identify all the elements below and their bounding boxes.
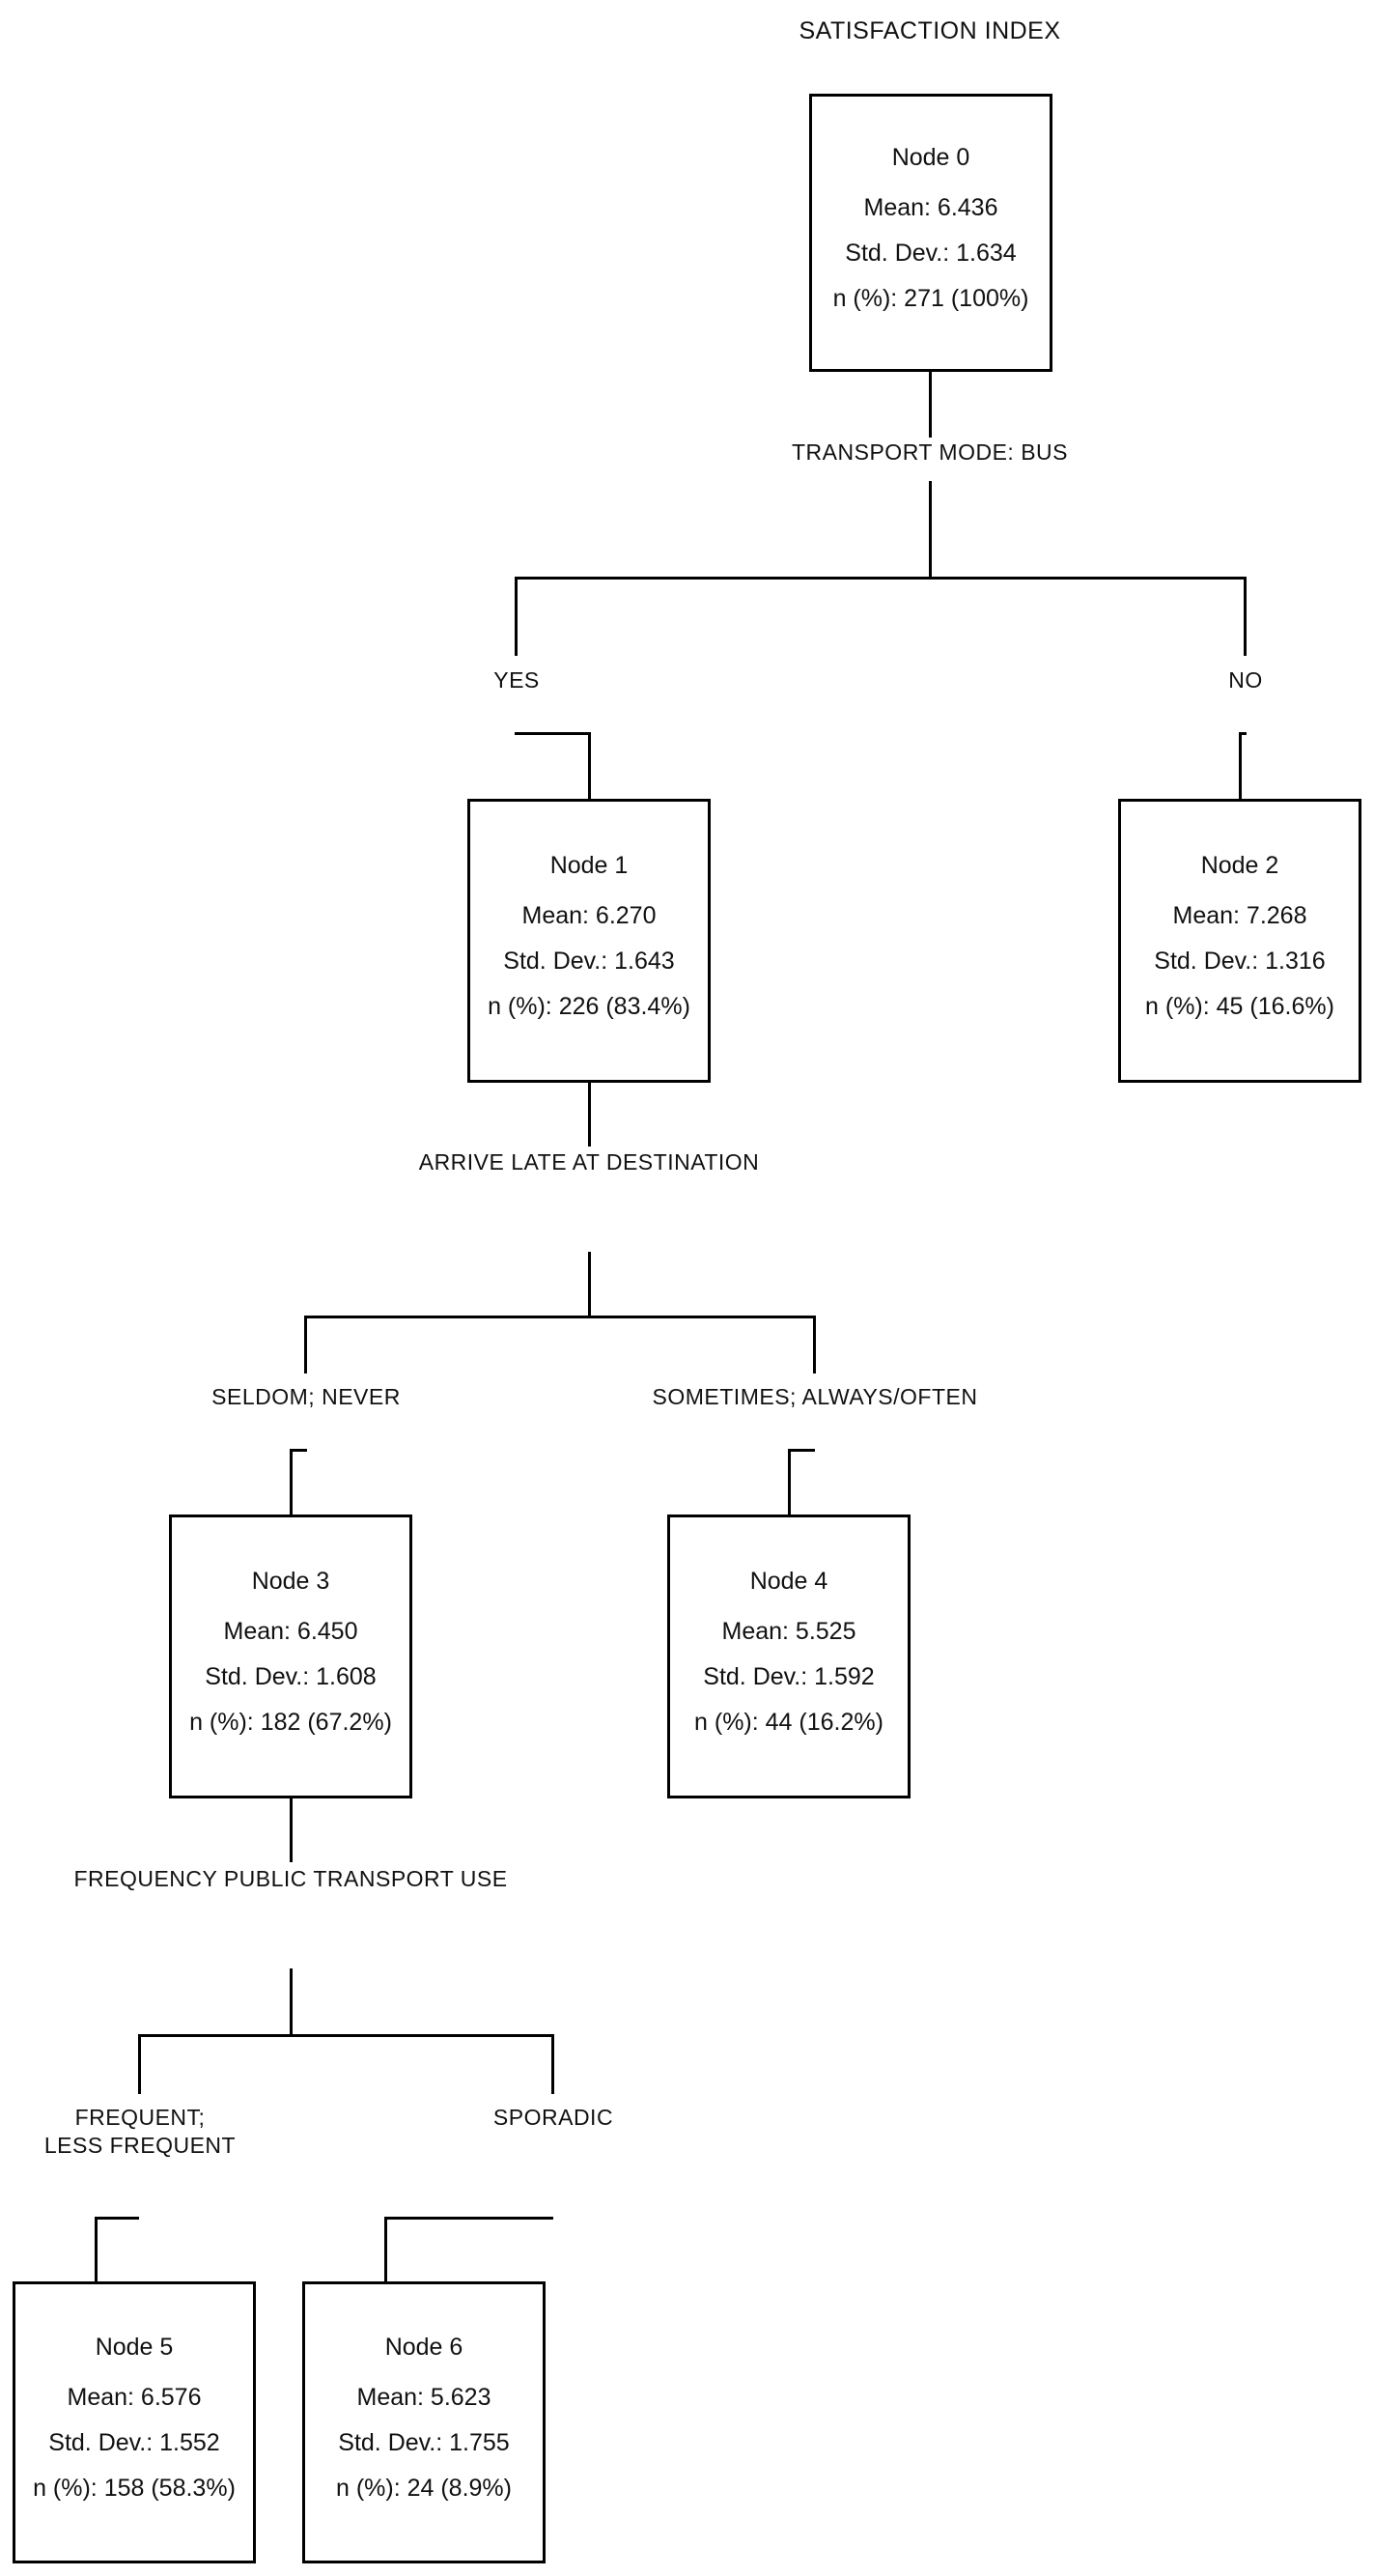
node-2-mean: Mean: 7.268: [1172, 902, 1307, 929]
connector-node3-down: [290, 1798, 293, 1862]
node-4-mean: Mean: 5.525: [721, 1618, 856, 1645]
split-2-branch-frequent-line1: FREQUENT;: [74, 2105, 206, 2130]
connector-split1-down: [588, 1252, 591, 1317]
node-1-mean: Mean: 6.270: [521, 902, 657, 929]
connector-split1-left-arm: [304, 1316, 307, 1373]
connector-jog-node4: [788, 1449, 815, 1452]
connector-split0-right-arm: [1244, 577, 1247, 656]
connector-to-node4: [788, 1449, 791, 1514]
connector-split2-down: [290, 1968, 293, 2036]
split-0-variable: TRANSPORT MODE: BUS: [792, 439, 1068, 465]
connector-jog-node5: [95, 2217, 139, 2220]
connector-split2-left-arm: [138, 2034, 141, 2094]
node-3-title: Node 3: [251, 1568, 330, 1595]
node-3[interactable]: Node 3 Mean: 6.450 Std. Dev.: 1.608 n (%…: [169, 1514, 412, 1798]
split-0-branch-no: NO: [1228, 667, 1263, 693]
node-0-title: Node 0: [891, 144, 970, 171]
node-6-mean: Mean: 5.623: [356, 2384, 491, 2411]
node-1-std-dev: Std. Dev.: 1.643: [503, 948, 675, 975]
node-2[interactable]: Node 2 Mean: 7.268 Std. Dev.: 1.316 n (%…: [1118, 799, 1361, 1083]
split-2-branch-frequent-less-frequent: FREQUENT; LESS FREQUENT: [44, 2104, 236, 2160]
connector-jog-node6: [384, 2217, 553, 2220]
node-5-count: n (%): 158 (58.3%): [33, 2475, 236, 2502]
connector-node1-down: [588, 1083, 591, 1146]
node-4-count: n (%): 44 (16.2%): [694, 1709, 883, 1736]
connector-split1-bar: [304, 1316, 816, 1318]
node-6-title: Node 6: [384, 2334, 463, 2361]
connector-jog-node3: [290, 1449, 307, 1452]
connector-jog-node2: [1239, 732, 1247, 735]
split-1-branch-sometimes-always-often: SOMETIMES; ALWAYS/OFTEN: [652, 1384, 978, 1409]
node-2-title: Node 2: [1200, 852, 1279, 879]
diagram-title: SATISFACTION INDEX: [799, 17, 1061, 44]
connector-node0-down: [929, 372, 932, 438]
node-6-count: n (%): 24 (8.9%): [335, 2475, 512, 2502]
node-5[interactable]: Node 5 Mean: 6.576 Std. Dev.: 1.552 n (%…: [13, 2281, 256, 2563]
connector-to-node3: [290, 1449, 293, 1514]
node-4-std-dev: Std. Dev.: 1.592: [703, 1663, 875, 1690]
node-5-mean: Mean: 6.576: [67, 2384, 202, 2411]
node-3-count: n (%): 182 (67.2%): [189, 1709, 392, 1736]
split-2-branch-frequent-line2: LESS FREQUENT: [43, 2132, 237, 2158]
node-1-title: Node 1: [549, 852, 629, 879]
node-5-std-dev: Std. Dev.: 1.552: [48, 2429, 220, 2456]
node-2-count: n (%): 45 (16.6%): [1145, 993, 1334, 1020]
node-4[interactable]: Node 4 Mean: 5.525 Std. Dev.: 1.592 n (%…: [667, 1514, 911, 1798]
connector-to-node2: [1239, 734, 1242, 800]
connector-split0-left-arm: [515, 577, 518, 656]
node-1-count: n (%): 226 (83.4%): [488, 993, 690, 1020]
node-6[interactable]: Node 6 Mean: 5.623 Std. Dev.: 1.755 n (%…: [302, 2281, 546, 2563]
connector-split2-right-arm: [551, 2034, 554, 2094]
node-3-std-dev: Std. Dev.: 1.608: [205, 1663, 377, 1690]
connector-split2-bar: [138, 2034, 553, 2037]
node-1[interactable]: Node 1 Mean: 6.270 Std. Dev.: 1.643 n (%…: [467, 799, 711, 1083]
node-5-title: Node 5: [95, 2334, 174, 2361]
node-0-count: n (%): 271 (100%): [832, 285, 1029, 312]
split-2-branch-sporadic-line1: SPORADIC: [492, 2105, 614, 2130]
node-0-mean: Mean: 6.436: [863, 194, 998, 221]
connector-split0-bar: [515, 577, 1247, 580]
split-2-branch-sporadic: SPORADIC: [493, 2104, 613, 2132]
node-2-std-dev: Std. Dev.: 1.316: [1154, 948, 1326, 975]
node-4-title: Node 4: [749, 1568, 828, 1595]
connector-to-node1: [588, 734, 591, 800]
connector-split1-right-arm: [813, 1316, 816, 1373]
connector-to-node6: [384, 2217, 387, 2281]
connector-split0-down: [929, 481, 932, 579]
node-0[interactable]: Node 0 Mean: 6.436 Std. Dev.: 1.634 n (%…: [809, 94, 1052, 372]
node-6-std-dev: Std. Dev.: 1.755: [338, 2429, 510, 2456]
split-1-variable: ARRIVE LATE AT DESTINATION: [418, 1149, 760, 1175]
split-0-branch-yes: YES: [493, 667, 540, 693]
split-1-branch-seldom-never: SELDOM; NEVER: [211, 1384, 401, 1409]
connector-jog-node1: [515, 732, 591, 735]
node-3-mean: Mean: 6.450: [223, 1618, 358, 1645]
node-0-std-dev: Std. Dev.: 1.634: [845, 240, 1017, 267]
connector-to-node5: [95, 2217, 98, 2281]
split-2-variable: FREQUENCY PUBLIC TRANSPORT USE: [73, 1866, 508, 1891]
